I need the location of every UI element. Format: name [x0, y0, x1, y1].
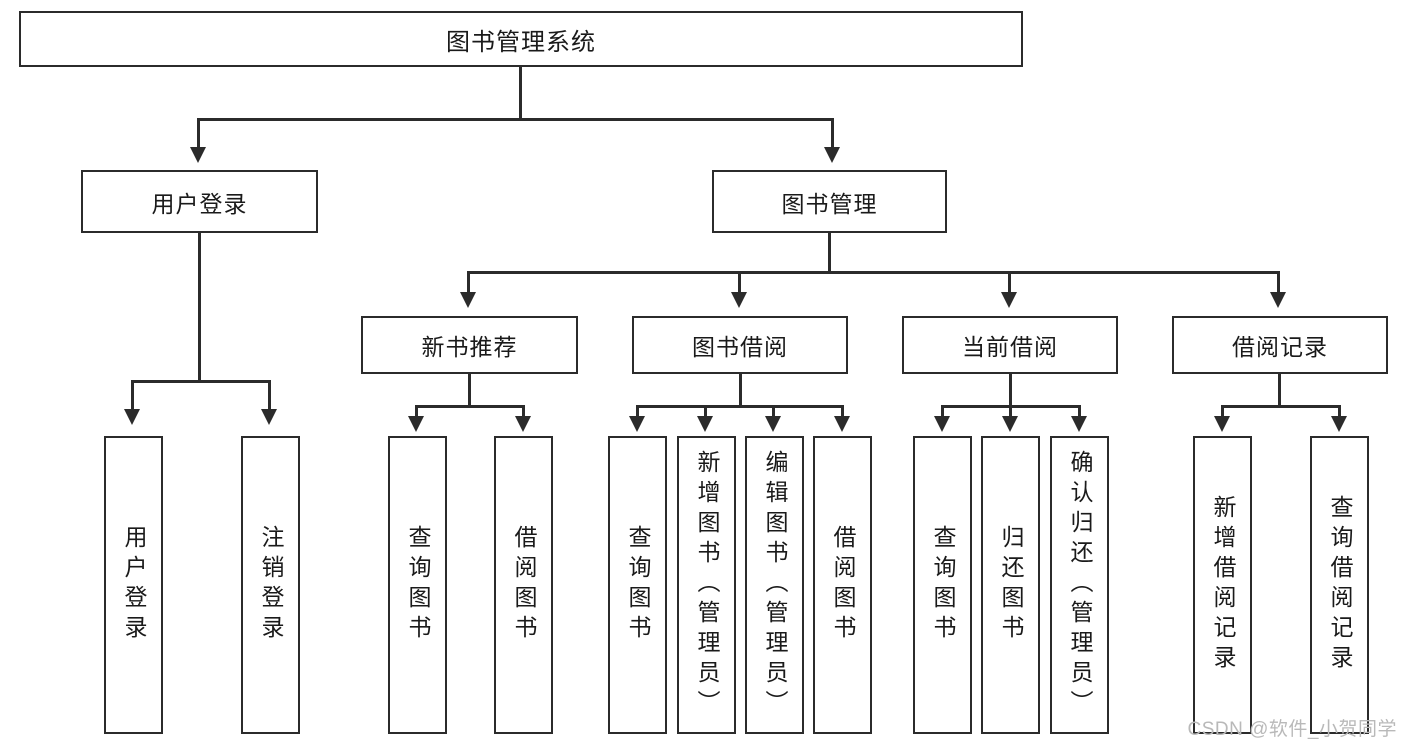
arrowhead-bm-to-new-book [460, 292, 476, 308]
node-user-login[interactable]: 用户登录 [81, 170, 318, 233]
node-edit-book-admin[interactable]: 编辑图书（管理员） [745, 436, 804, 734]
node-book-management[interactable]: 图书管理 [712, 170, 947, 233]
node-label: 图书管理系统 [446, 28, 596, 56]
connector-br-to-leaf-1 [1221, 405, 1224, 423]
node-label: 当前借阅 [962, 334, 1058, 360]
connector-book-borrow-bus [636, 405, 844, 408]
node-label: 图书借阅 [692, 334, 788, 360]
arrowhead-root-to-user-login [190, 147, 206, 163]
node-add-book-admin[interactable]: 新增图书（管理员） [677, 436, 736, 734]
arrowhead-user-login-to-leaf-1 [124, 409, 140, 425]
node-query-borrow-record[interactable]: 查询借阅记录 [1310, 436, 1369, 734]
connector-bb-to-leaf-1 [636, 405, 639, 423]
node-label: 新增借阅记录 [1210, 495, 1236, 675]
connector-borrow-record-stem [1278, 374, 1281, 408]
connector-user-login-to-leaf-2 [268, 380, 271, 412]
node-new-book-recommend[interactable]: 新书推荐 [361, 316, 578, 374]
arrowhead-br-to-leaf-1 [1214, 416, 1230, 432]
arrowhead-bb-to-leaf-4 [834, 416, 850, 432]
connector-bm-to-current-borrow [1008, 271, 1011, 295]
node-add-borrow-record[interactable]: 新增借阅记录 [1193, 436, 1252, 734]
node-label: 确认归还（管理员） [1067, 450, 1093, 720]
node-label: 注销登录 [258, 525, 284, 645]
node-root-system[interactable]: 图书管理系统 [19, 11, 1023, 67]
node-book-borrow[interactable]: 图书借阅 [632, 316, 848, 374]
connector-bm-to-new-book [467, 271, 470, 295]
connector-root-to-user-login [197, 118, 200, 150]
connector-bb-to-leaf-4 [841, 405, 844, 423]
node-borrow-book-2[interactable]: 借阅图书 [813, 436, 872, 734]
node-return-book[interactable]: 归还图书 [981, 436, 1040, 734]
node-label: 归还图书 [998, 525, 1024, 645]
connector-user-login-stem [198, 233, 201, 383]
connector-root-bus [197, 118, 834, 121]
node-query-book-3[interactable]: 查询图书 [913, 436, 972, 734]
node-label: 新增图书（管理员） [694, 450, 720, 720]
node-label: 借阅图书 [830, 525, 856, 645]
arrowhead-root-to-book-management [824, 147, 840, 163]
connector-bm-to-book-borrow [738, 271, 741, 295]
arrowhead-bm-to-book-borrow [731, 292, 747, 308]
node-query-book-1[interactable]: 查询图书 [388, 436, 447, 734]
node-borrow-record[interactable]: 借阅记录 [1172, 316, 1388, 374]
node-user-login-leaf[interactable]: 用户登录 [104, 436, 163, 734]
node-label: 借阅记录 [1232, 334, 1328, 360]
connector-root-stem [519, 67, 522, 119]
connector-new-book-stem [468, 374, 471, 408]
arrowhead-cb-to-leaf-2 [1002, 416, 1018, 432]
connector-bb-to-leaf-2 [704, 405, 707, 423]
node-confirm-return-admin[interactable]: 确认归还（管理员） [1050, 436, 1109, 734]
node-borrow-book-1[interactable]: 借阅图书 [494, 436, 553, 734]
arrowhead-user-login-to-leaf-2 [261, 409, 277, 425]
arrowhead-new-book-to-leaf-1 [408, 416, 424, 432]
node-logout-leaf[interactable]: 注销登录 [241, 436, 300, 734]
node-label: 编辑图书（管理员） [762, 450, 788, 720]
connector-user-login-bus [131, 380, 270, 383]
node-label: 查询借阅记录 [1327, 495, 1353, 675]
connector-bm-to-borrow-record [1277, 271, 1280, 295]
arrowhead-bb-to-leaf-1 [629, 416, 645, 432]
connector-root-to-book-management [831, 118, 834, 150]
connector-borrow-record-bus [1221, 405, 1341, 408]
connector-book-management-stem [828, 233, 831, 273]
node-label: 查询图书 [405, 525, 431, 645]
connector-user-login-to-leaf-1 [131, 380, 134, 412]
csdn-watermark: CSDN @软件_小贺同学 [1187, 719, 1397, 740]
node-label: 图书管理 [781, 190, 878, 217]
connector-new-book-to-leaf-1 [415, 405, 418, 423]
connector-book-management-bus [467, 271, 1280, 274]
arrowhead-br-to-leaf-2 [1331, 416, 1347, 432]
node-current-borrow[interactable]: 当前借阅 [902, 316, 1118, 374]
arrowhead-new-book-to-leaf-2 [515, 416, 531, 432]
arrowhead-bm-to-borrow-record [1270, 292, 1286, 308]
connector-book-borrow-stem [739, 374, 742, 408]
node-label: 查询图书 [625, 525, 651, 645]
arrowhead-cb-to-leaf-3 [1071, 416, 1087, 432]
connector-current-borrow-stem [1009, 374, 1012, 408]
node-query-book-2[interactable]: 查询图书 [608, 436, 667, 734]
arrowhead-bm-to-current-borrow [1001, 292, 1017, 308]
node-label: 查询图书 [930, 525, 956, 645]
connector-cb-to-leaf-1 [941, 405, 944, 423]
connector-new-book-to-leaf-2 [522, 405, 525, 423]
node-label: 用户登录 [151, 190, 248, 217]
node-label: 借阅图书 [511, 525, 537, 645]
connector-br-to-leaf-2 [1338, 405, 1341, 423]
node-label: 新书推荐 [421, 334, 518, 360]
node-label: 用户登录 [121, 525, 147, 645]
connector-cb-to-leaf-3 [1078, 405, 1081, 423]
connector-cb-to-leaf-2 [1009, 405, 1012, 423]
arrowhead-bb-to-leaf-3 [765, 416, 781, 432]
arrowhead-cb-to-leaf-1 [934, 416, 950, 432]
connector-new-book-bus [415, 405, 525, 408]
connector-bb-to-leaf-3 [772, 405, 775, 423]
arrowhead-bb-to-leaf-2 [697, 416, 713, 432]
